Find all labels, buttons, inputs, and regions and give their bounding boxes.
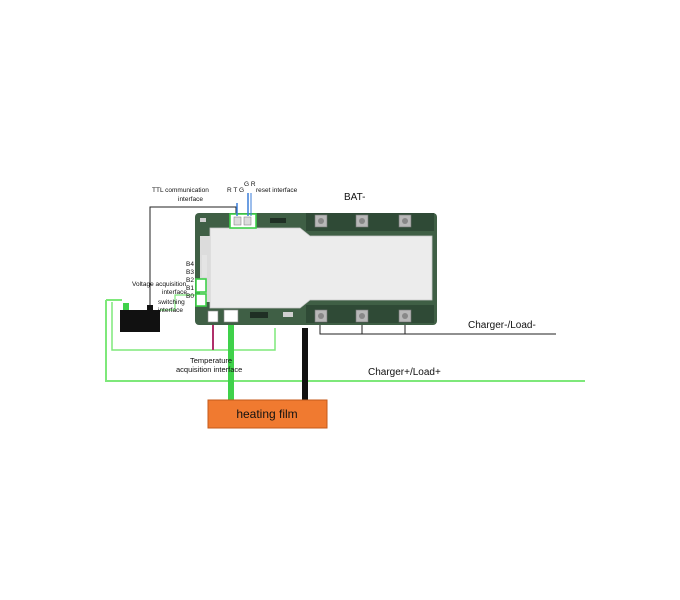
battery-box-green-terminal: [123, 303, 129, 310]
charger-minus-label: Charger-/Load-: [468, 320, 536, 331]
battery-box-terminal: [147, 305, 153, 311]
temperature-label-line2: acquisition interface: [176, 365, 242, 374]
labels: TTL communication interface R T G G R re…: [132, 181, 536, 421]
switching-connector: [195, 293, 207, 307]
heating-connector: [223, 309, 239, 323]
pin-b1-label: B1: [186, 285, 194, 292]
switching-label-line2: interface: [158, 307, 183, 314]
voltage-label-line2: interface: [162, 289, 187, 296]
charger-minus-wire: [319, 322, 556, 335]
switching-wire: [160, 294, 200, 311]
pin-b2-label: B2: [186, 277, 194, 284]
heatsink: [209, 227, 433, 309]
pcb-board: [195, 193, 437, 325]
temperature-label-line1: Temperature: [190, 356, 232, 365]
bx-connector: [202, 255, 207, 277]
charger-plus-label: Charger+/Load+: [368, 367, 441, 378]
pin-b3-label: B3: [186, 269, 194, 276]
wires: [105, 206, 585, 400]
rtg-label: R T G: [227, 187, 244, 194]
charger-terminals: [314, 309, 412, 323]
ttl-label-line1: TTL communication: [152, 187, 209, 194]
heating-green-wire: [228, 322, 234, 400]
switching-label-line1: switching: [158, 299, 185, 306]
temperature-connector: [207, 310, 219, 323]
battery-box: [120, 310, 160, 332]
bat-minus-label: BAT-: [344, 192, 365, 203]
voltage-label-line1: Voltage acquisition: [132, 281, 187, 288]
heating-film: [207, 399, 328, 429]
voltage-connector: [195, 278, 207, 293]
bat-terminals: [314, 214, 412, 228]
green-return-wire: [111, 302, 276, 351]
pin-b4-label: B4: [186, 261, 194, 268]
charger-plus-wire: [105, 300, 585, 382]
reset-label: reset interface: [256, 187, 298, 194]
ttl-label-line2: interface: [178, 196, 203, 203]
gr-label: G R: [244, 181, 256, 188]
heating-black-wire: [302, 328, 308, 400]
heating-film-label: heating film: [236, 407, 297, 421]
pin-b0-label: B0: [186, 293, 194, 300]
